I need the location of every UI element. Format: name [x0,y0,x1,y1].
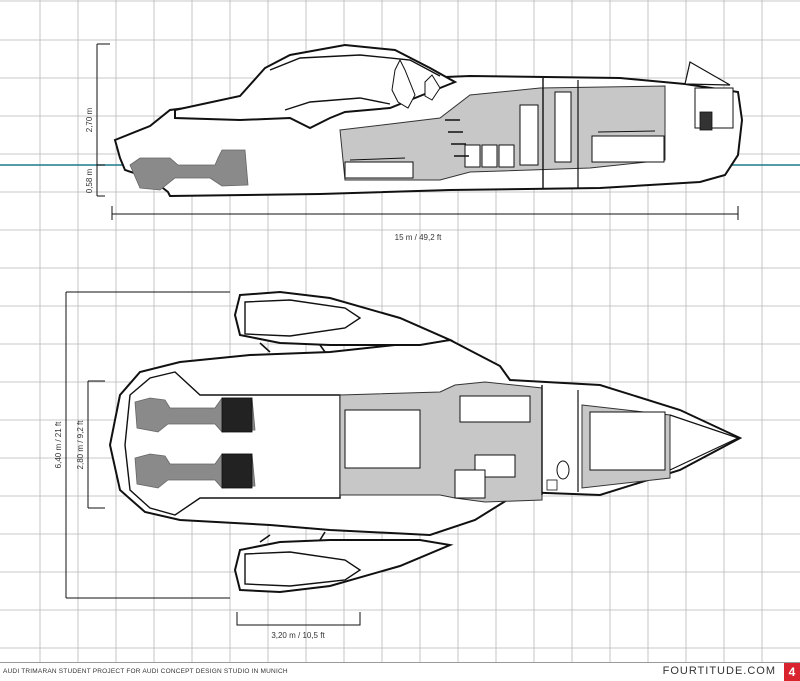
beam-dimension-label: 6,40 m / 21 ft [54,421,63,468]
side-passenger-figure [424,74,441,101]
top-bow-tip [669,414,740,471]
side-berth-aft [344,161,414,179]
top-galley-counter [459,395,531,423]
brand-logo[interactable]: FOURTITUDE.COM [662,665,776,677]
side-sleeper-figure [349,130,656,161]
footer-bar: AUDI TRIMARAN STUDENT PROJECT FOR AUDI C… [0,662,800,681]
footer-caption: AUDI TRIMARAN STUDENT PROJECT FOR AUDI C… [3,668,288,675]
side-view: 2,70 m 0,58 m 15 m / 49,2 ft [0,43,800,242]
top-struts [259,342,326,543]
top-view: 6,40 m / 21 ft 2,80 m / 9,2 ft 3,20 m / … [54,290,743,640]
side-dimension-lines [96,43,739,220]
top-toilet [556,460,570,480]
draft-dimension-label: 0,58 m [85,168,94,193]
side-cabinet [554,91,572,163]
top-berth-fwd [589,411,666,471]
top-dimension-lines [65,291,361,626]
top-washbasin [546,479,558,491]
side-bow-tank [699,111,713,131]
top-berth-aft [344,409,421,469]
length-dimension-label: 15 m / 49,2 ft [395,233,442,242]
inner-beam-dimension-label: 2,80 m / 9,2 ft [76,420,85,470]
side-bow-hatch [684,61,731,86]
top-tender-lower [244,551,362,587]
side-pilot-figure [391,58,416,109]
side-galley-3 [498,144,515,168]
page-number-badge: 4 [784,663,800,681]
tender-width-dimension-label: 3,20 m / 10,5 ft [271,631,325,640]
side-stairs [445,119,469,157]
side-engine [129,149,249,191]
top-engine-detail-starboard [221,453,253,489]
side-cabin-interior [339,85,666,181]
top-tender-upper [244,299,362,337]
side-galley-4 [519,104,539,166]
top-engine-detail-port [221,397,253,433]
side-roof-line [269,54,441,77]
height-dimension-label: 2,70 m [85,107,94,132]
side-roof [174,43,458,130]
side-galley-2 [481,144,498,168]
top-table [454,469,486,499]
side-berth-fwd [591,135,665,163]
side-window [284,97,391,111]
